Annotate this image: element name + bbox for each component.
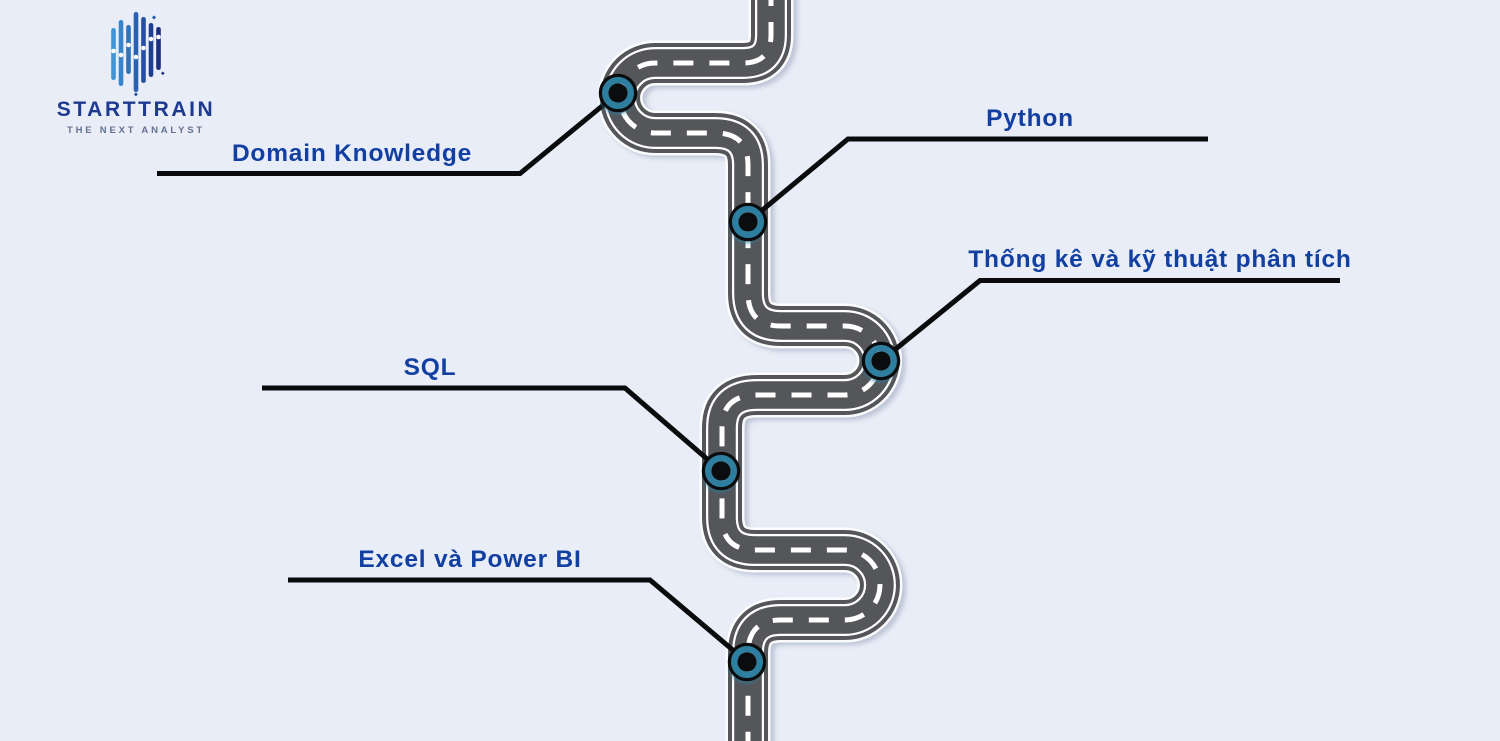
milestone-marker-excel-powerbi xyxy=(727,642,767,683)
milestone-markers xyxy=(598,73,901,683)
milestone-label-excel-powerbi: Excel và Power BI xyxy=(358,546,582,573)
connector-lines xyxy=(157,91,1340,664)
equalizer-bars-icon xyxy=(111,12,165,96)
milestone-marker-statistics xyxy=(861,341,901,382)
connector-sql xyxy=(262,385,723,473)
milestone-marker-python xyxy=(728,202,768,243)
starttrain-logo: STARTTRAIN THE NEXT ANALYST xyxy=(30,6,242,136)
milestone-label-sql: SQL xyxy=(403,354,457,381)
milestone-label-python: Python xyxy=(986,105,1074,132)
milestone-label-domain-knowledge: Domain Knowledge xyxy=(231,140,473,167)
connector-statistics xyxy=(879,278,1340,363)
logo-brand-text: STARTTRAIN xyxy=(56,98,216,121)
milestone-marker-domain-knowledge xyxy=(598,73,638,114)
connector-excel-powerbi xyxy=(288,577,749,664)
logo-tagline-text: THE NEXT ANALYST xyxy=(66,125,206,136)
milestone-marker-sql xyxy=(701,451,741,492)
milestone-label-statistics: Thống kê và kỹ thuật phân tích xyxy=(968,246,1352,273)
connector-domain-knowledge xyxy=(157,91,620,176)
connector-python xyxy=(746,136,1208,224)
road xyxy=(597,0,903,741)
